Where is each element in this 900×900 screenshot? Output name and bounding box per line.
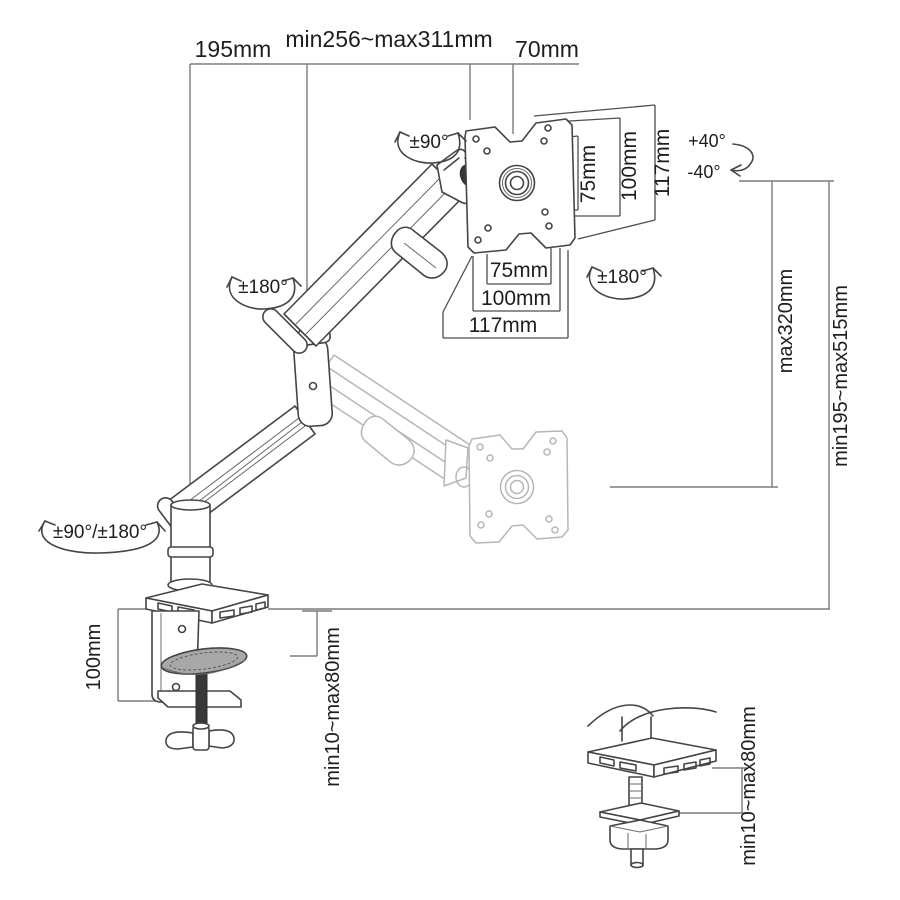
vesa-height-100-label: 100mm bbox=[618, 131, 641, 201]
arm-swivel-label: ±180° bbox=[238, 277, 288, 298]
desk-clamp bbox=[151, 610, 248, 751]
clamp-pad bbox=[160, 647, 248, 675]
clamp-knob bbox=[165, 722, 235, 751]
tilt-up-label: +40° bbox=[688, 131, 726, 151]
riser-pole bbox=[170, 504, 211, 588]
vesa-plate bbox=[464, 118, 576, 254]
desk-thickness-bracket bbox=[290, 610, 332, 657]
tilt-marker: +40° -40° bbox=[687, 131, 754, 182]
head-swivel-label: ±180° bbox=[597, 267, 647, 288]
grommet-thickness-label: min10~max80mm bbox=[738, 706, 760, 866]
grommet-clamp-block bbox=[609, 819, 669, 850]
vesa-rotate-marker: ±90° bbox=[394, 131, 467, 164]
arm-swivel-marker: ±180° bbox=[226, 276, 302, 310]
base-rotation-marker: ±90°/±180° bbox=[38, 520, 166, 554]
cable-management-hook bbox=[390, 226, 448, 279]
vesa-height-75-label: 75mm bbox=[577, 145, 600, 203]
pole-collar bbox=[167, 546, 214, 558]
main-view bbox=[145, 118, 576, 751]
base-offset-label: 195mm bbox=[195, 36, 272, 62]
ghost-cable-hook bbox=[360, 415, 415, 466]
arm-reach-label: min256~max311mm bbox=[285, 26, 492, 52]
vesa-depth-label: 70mm bbox=[515, 36, 579, 62]
tilt-down-label: -40° bbox=[687, 162, 720, 182]
head-swivel-marker: ±180° bbox=[586, 266, 662, 300]
vesa-height-117-label: 117mm bbox=[651, 129, 674, 197]
desk-thickness-label: min10~max80mm bbox=[322, 627, 344, 787]
grommet-detail-view bbox=[587, 704, 717, 869]
dimension-labels: 195mm min256~max311mm 70mm 75mm 100mm 11… bbox=[83, 26, 852, 866]
base-rotation-label: ±90°/±180° bbox=[53, 522, 147, 543]
vesa-width-75-label: 75mm bbox=[490, 259, 548, 282]
gas-lift-range-label: max320mm bbox=[775, 269, 797, 373]
height-range-label: min195~max515mm bbox=[830, 285, 852, 467]
dimension-lines bbox=[117, 63, 834, 814]
rotation-markers: ±90° ±180° ±180° ±90°/±180° +40° -40° bbox=[38, 131, 754, 554]
ghost-vesa-plate bbox=[468, 430, 569, 544]
vesa-width-100-label: 100mm bbox=[481, 287, 551, 310]
vesa-rotate-label: ±90° bbox=[409, 132, 448, 153]
grommet-thickness-bracket bbox=[679, 767, 747, 814]
clamp-height-label: 100mm bbox=[83, 624, 105, 691]
ghost-arm-position bbox=[309, 354, 569, 544]
vesa-width-117-label: 117mm bbox=[469, 314, 537, 337]
